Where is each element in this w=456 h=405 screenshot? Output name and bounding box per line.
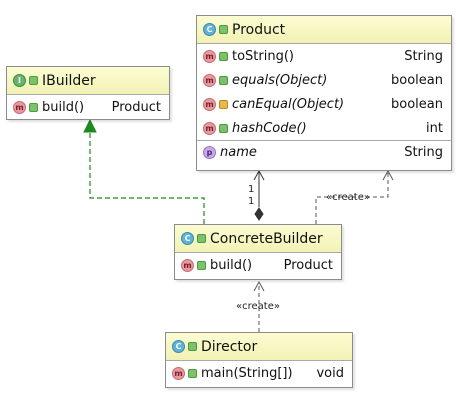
field-type: String	[404, 145, 443, 160]
public-visibility-icon	[197, 260, 206, 270]
create-label-concrete: «create»	[236, 301, 280, 312]
method-row[interactable]: m canEqual(Object) boolean	[197, 92, 451, 116]
method-type: String	[404, 48, 443, 64]
method-icon: m	[203, 73, 216, 87]
public-visibility-icon	[188, 342, 197, 351]
method-name: canEqual(Object)	[232, 96, 345, 112]
class-icon: C	[181, 232, 194, 245]
composition-arrowhead	[253, 169, 265, 181]
method-name: equals(Object)	[232, 72, 328, 88]
class-name: ConcreteBuilder	[210, 230, 323, 247]
class-name: Director	[201, 338, 258, 355]
method-icon: m	[203, 121, 216, 135]
public-visibility-icon	[219, 123, 228, 133]
field-name: name	[220, 145, 257, 160]
method-name: toString()	[232, 48, 294, 64]
class-box-product[interactable]: C Product m toString() String m equals(O…	[196, 15, 452, 171]
class-box-ibuilder[interactable]: I IBuilder m build() Product	[6, 66, 170, 120]
create-label-product: «create»	[326, 192, 370, 203]
class-icon: C	[203, 23, 216, 36]
realization-arrowhead	[83, 118, 97, 133]
method-row[interactable]: m hashCode() int	[197, 116, 451, 140]
method-type: boolean	[391, 72, 443, 88]
method-icon: m	[181, 258, 194, 272]
method-row[interactable]: m build() Product	[175, 253, 341, 277]
public-visibility-icon	[219, 51, 228, 61]
composition-diamond	[254, 207, 264, 221]
realization-line	[89, 132, 205, 224]
public-visibility-icon	[29, 76, 38, 85]
class-name: Product	[232, 21, 286, 38]
interface-icon: I	[13, 74, 26, 87]
class-header-director: C Director	[166, 333, 352, 361]
public-visibility-icon	[197, 234, 206, 243]
method-type: void	[316, 365, 344, 381]
method-name: build()	[210, 257, 253, 273]
multiplicity-label-1: 1	[248, 184, 255, 195]
method-icon: m	[13, 100, 26, 114]
class-box-director[interactable]: C Director m main(String[]) void	[165, 332, 353, 388]
method-row[interactable]: m main(String[]) void	[166, 361, 352, 385]
protected-visibility-icon	[219, 99, 228, 109]
class-header-ibuilder: I IBuilder	[7, 67, 169, 95]
method-type: boolean	[391, 96, 443, 112]
class-name: IBuilder	[42, 72, 96, 89]
method-type: int	[426, 120, 443, 136]
static-method-icon: m	[172, 366, 185, 380]
class-header-product: C Product	[197, 16, 451, 44]
field-row[interactable]: p name String	[197, 140, 451, 164]
method-row[interactable]: m toString() String	[197, 44, 451, 68]
method-name: hashCode()	[232, 120, 307, 136]
public-visibility-icon	[219, 25, 228, 34]
method-icon: m	[203, 49, 216, 63]
public-visibility-icon	[219, 75, 228, 85]
public-visibility-icon	[29, 102, 38, 112]
field-icon: p	[203, 146, 216, 159]
method-icon: m	[203, 97, 216, 111]
method-type: Product	[283, 257, 333, 273]
create-arrowhead-product	[382, 169, 394, 181]
class-header-concretebuilder: C ConcreteBuilder	[175, 225, 341, 253]
create-line-product	[315, 171, 389, 224]
public-visibility-icon	[188, 368, 197, 378]
class-box-concretebuilder[interactable]: C ConcreteBuilder m build() Product	[174, 224, 342, 280]
create-arrowhead-concrete	[253, 280, 265, 292]
method-name: main(String[])	[201, 365, 293, 381]
method-row[interactable]: m equals(Object) boolean	[197, 68, 451, 92]
class-icon: C	[172, 340, 185, 353]
multiplicity-label-2: 1	[248, 196, 255, 207]
method-type: Product	[111, 99, 161, 115]
method-row[interactable]: m build() Product	[7, 95, 169, 119]
method-name: build()	[42, 99, 85, 115]
